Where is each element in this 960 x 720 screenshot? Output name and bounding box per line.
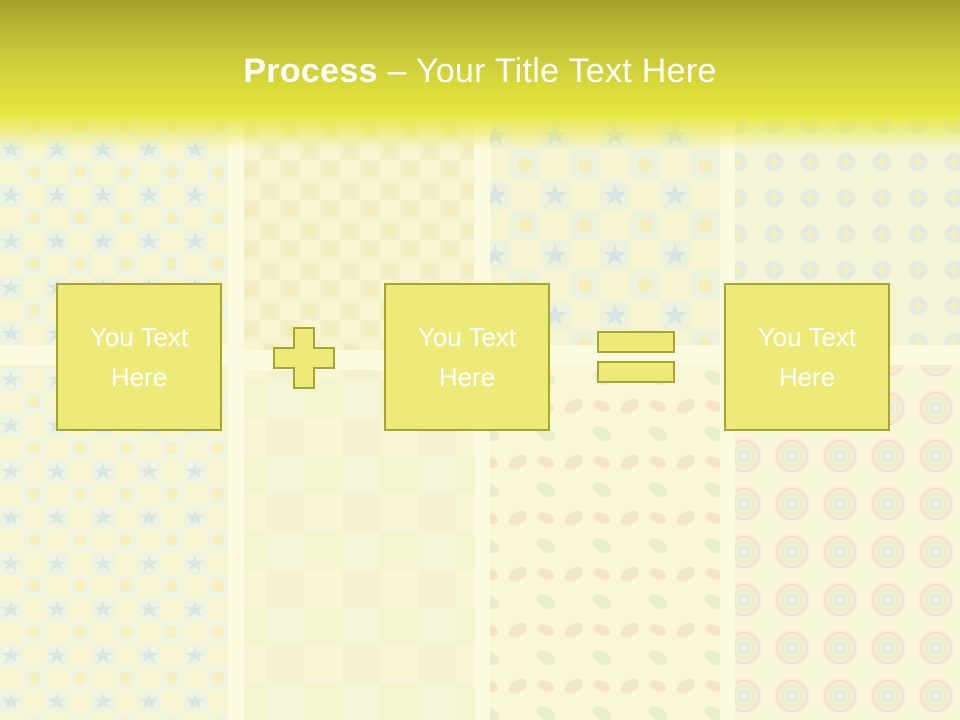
process-box-3[interactable]: You Text Here — [724, 283, 890, 431]
equals-icon[interactable] — [596, 330, 676, 386]
process-box-1[interactable]: You Text Here — [56, 283, 222, 431]
plus-icon[interactable] — [272, 326, 336, 390]
title-rest-part: – Your Title Text Here — [377, 52, 717, 90]
title-bar — [0, 0, 960, 150]
title-bold-part: Process — [243, 52, 378, 90]
slide-title[interactable]: Process – Your Title Text Here — [0, 52, 960, 91]
process-box-2[interactable]: You Text Here — [384, 283, 550, 431]
